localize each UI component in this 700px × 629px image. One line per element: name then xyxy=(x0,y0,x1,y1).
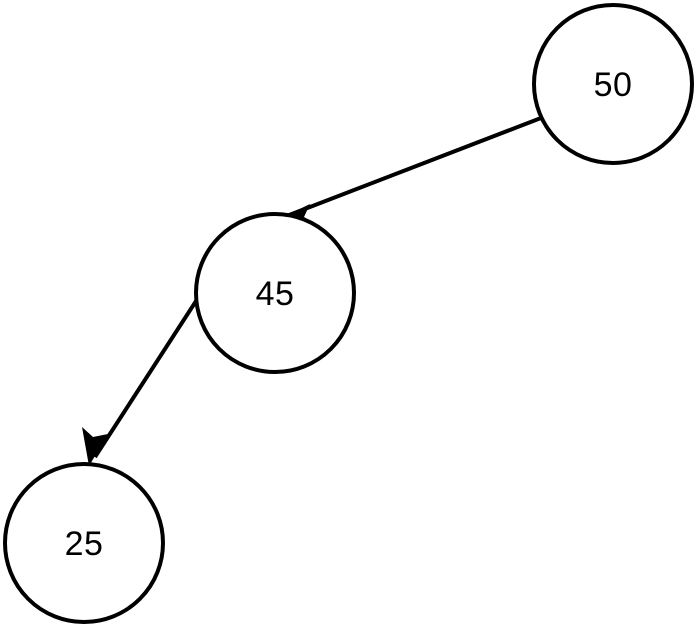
node-label-45: 45 xyxy=(256,275,295,313)
node-45[interactable]: 45 xyxy=(194,212,356,374)
node-25[interactable]: 25 xyxy=(3,462,165,624)
node-label-25: 25 xyxy=(65,525,104,563)
node-label-50: 50 xyxy=(594,66,633,104)
node-circle-25[interactable] xyxy=(3,462,165,624)
node-circle-50[interactable] xyxy=(532,3,694,165)
arrowhead-icon-45-25 xyxy=(82,427,108,466)
edge-50-to-45 xyxy=(275,116,542,226)
edge-45-to-25 xyxy=(82,296,200,466)
edge-line-50-45 xyxy=(283,116,542,219)
node-50[interactable]: 50 xyxy=(532,3,694,165)
edge-line-45-25 xyxy=(93,296,200,459)
node-circle-45[interactable] xyxy=(194,212,356,374)
